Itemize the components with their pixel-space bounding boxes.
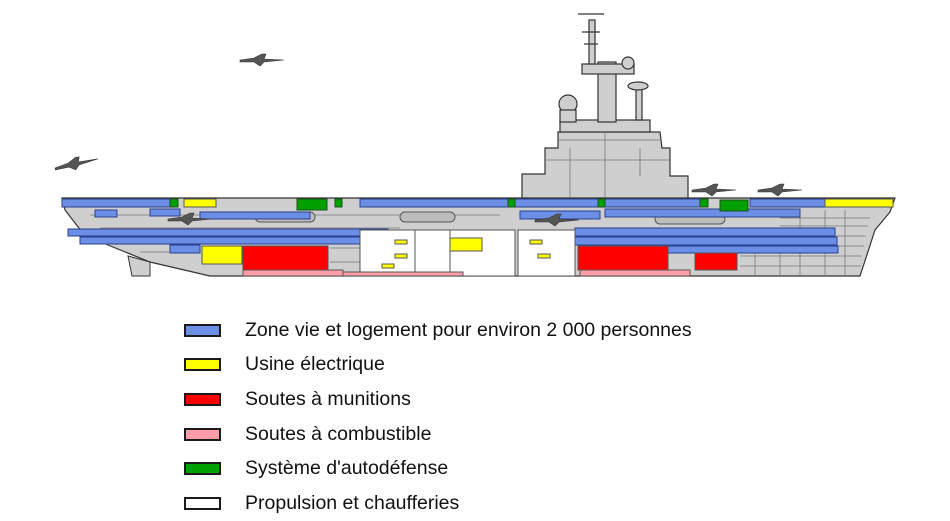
zone-living-block [67,228,389,237]
zone-living-block [79,236,381,245]
zone-living-block [604,208,801,218]
zone-electrical-block [381,263,395,269]
zone-fuel-block [242,269,344,277]
legend-label: Soutes à combustible [245,422,432,445]
radar-pedestal [559,109,577,123]
zone-living [61,198,839,254]
jet-icon [167,212,213,226]
zone-living-block [604,198,706,208]
zone-living-block [574,236,838,246]
zone-living-block [94,209,118,218]
jet-icon [757,183,803,197]
zone-living-block [359,198,511,208]
legend-swatch [184,358,221,372]
zone-living-block [61,198,173,208]
legend-label: Système d'autodéfense [245,457,449,480]
zone-munitions-block [577,245,669,271]
zone-electrical [183,198,894,269]
zone-living-block [169,244,201,254]
aircraft-group [54,53,803,227]
mast [588,19,596,65]
aircraft-carrier-diagram [54,13,896,277]
satcom-dome [621,56,635,70]
zone-living-block [199,211,311,220]
legend-item-electrical: Usine électrique [184,348,924,383]
legend-item-living: Zone vie et logement pour environ 2 000 … [184,313,924,348]
zone-defense-block [597,198,606,208]
legend-swatch [184,462,221,476]
island-details [545,132,670,198]
zone-propulsion [359,229,576,277]
zone-electrical-block [537,253,551,259]
zone-munitions [242,245,738,271]
legend-item-defense: Système d'autodéfense [184,451,924,486]
legend-label: Zone vie et logement pour environ 2 000 … [245,318,692,341]
zone-electrical-block [394,239,408,245]
zone-electrical-block [529,239,543,245]
hangar-opening [399,211,456,223]
legend-swatch [184,323,221,337]
zone-defense-block [507,198,516,208]
zone-living-block [514,198,601,208]
zone-fuel-block [579,269,691,277]
zone-electrical-block [183,198,217,208]
zone-defense-block [296,198,328,211]
hull-skeg [127,255,151,277]
zone-living-block [667,245,839,254]
zone-propulsion-block [414,229,451,277]
legend-item-munitions: Soutes à munitions [184,382,924,417]
zone-munitions-block [242,245,329,271]
jet-icon [534,213,580,227]
zone-electrical-block [449,237,483,252]
zone-defense-block [334,198,343,208]
zone-living-block [749,198,826,208]
zone-defense-block [169,198,179,208]
zone-fuel [242,269,691,277]
legend-label: Usine électrique [245,353,385,376]
legend: Zone vie et logement pour environ 2 000 … [184,313,924,521]
zone-electrical-block [201,245,243,265]
zone-propulsion-block [449,229,516,277]
jet-icon [691,183,737,197]
zone-fuel-block [342,271,464,277]
jet-icon [54,156,99,171]
zone-propulsion-block [517,229,576,277]
legend-swatch [184,496,221,510]
antenna-dish [627,81,649,91]
zone-electrical-block [824,198,894,208]
zone-defense-block [699,198,709,208]
zone-living-block [149,208,181,217]
legend-item-propulsion: Propulsion et chaufferies [184,486,924,521]
zone-electrical-block [394,253,408,259]
legend-label: Soutes à munitions [245,387,411,410]
zone-munitions-block [694,252,738,271]
mast-base [581,63,635,75]
legend-item-fuel: Soutes à combustible [184,417,924,452]
zone-living-block [574,227,836,237]
zone-defense-block [719,199,749,212]
legend-swatch [184,392,221,406]
legend-swatch [184,427,221,441]
funnel [597,61,617,123]
jet-icon [239,53,285,67]
legend-label: Propulsion et chaufferies [245,491,460,514]
zone-defense [169,198,749,212]
